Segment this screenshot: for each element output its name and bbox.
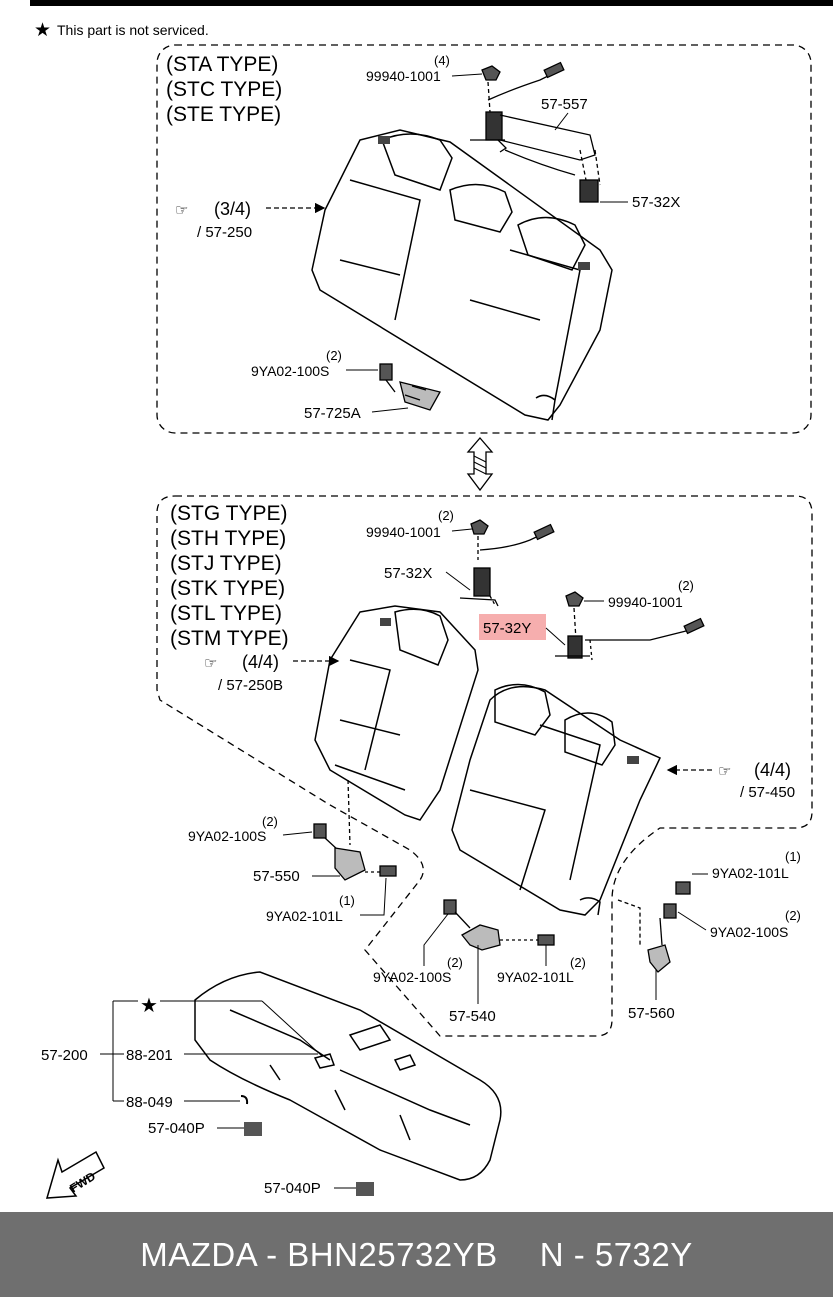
lower-type-5: (STL TYPE)	[170, 602, 282, 625]
lower-type-3: (STJ TYPE)	[170, 552, 282, 575]
cushion-label-88049: 88-049	[126, 1094, 173, 1111]
upper-type-1: (STA TYPE)	[166, 53, 278, 76]
upper-qty-2: (2)	[326, 348, 342, 363]
hinge-540-drawing	[443, 899, 555, 951]
lower-right-clip	[627, 756, 639, 764]
clip-57040p-a-icon	[244, 1122, 262, 1136]
footer-text: MAZDA - BHN25732YB N - 5732Y	[140, 1236, 693, 1274]
hook-88049-icon	[240, 1095, 249, 1105]
notice-star: ★	[34, 20, 51, 41]
alternate-arrow-icon	[466, 437, 494, 492]
notice-text: This part is not serviced.	[57, 22, 209, 38]
lower-label-100s-b: 9YA02-100S	[373, 969, 451, 985]
lower-left-ref-code: / 57-250B	[218, 677, 283, 694]
seat-cushion-drawing	[194, 971, 502, 1181]
upper-label-99940: 99940-1001	[366, 68, 441, 84]
lower-label-5732y: 57-32Y	[483, 620, 531, 637]
lower-left-ref-fraction: (4/4)	[242, 652, 279, 672]
upper-seatback-drawing	[311, 129, 613, 421]
footer-brand: MAZDA - BHN25732YB	[140, 1235, 498, 1273]
lower-qty-a: (2)	[438, 508, 454, 523]
upper-bracket-drawing	[379, 363, 441, 411]
lower-type-6: (STM TYPE)	[170, 627, 289, 650]
lower-label-99940-b: 99940-1001	[608, 594, 683, 610]
lower-latch-1-drawing	[459, 519, 555, 607]
lower-type-2: (STH TYPE)	[170, 527, 286, 550]
upper-type-2: (STC TYPE)	[166, 78, 282, 101]
footer-bar: MAZDA - BHN25732YB N - 5732Y	[0, 1212, 833, 1297]
top-border	[30, 0, 833, 6]
lower-label-99940-a: 99940-1001	[366, 524, 441, 540]
lower-label-57540: 57-540	[449, 1008, 496, 1025]
lower-left-seatback-drawing	[314, 605, 479, 821]
upper-type-3: (STE TYPE)	[166, 103, 281, 126]
cushion-label-57200: 57-200	[41, 1047, 88, 1064]
footer-code: N - 5732Y	[539, 1235, 693, 1273]
lower-left-clip	[380, 618, 391, 626]
lower-type-1: (STG TYPE)	[170, 502, 287, 525]
hinge-560-drawing	[617, 881, 691, 973]
lower-right-seatback-drawing	[451, 683, 662, 916]
lower-label-101l-a: 9YA02-101L	[266, 908, 343, 924]
lower-label-57560: 57-560	[628, 1005, 675, 1022]
lower-qty-c: (2)	[262, 814, 278, 829]
cushion-label-57040p-b: 57-040P	[264, 1180, 321, 1197]
upper-label-5732x: 57-32X	[632, 194, 680, 211]
cushion-star: ★	[140, 995, 158, 1017]
lower-right-ref-code: / 57-450	[740, 784, 795, 801]
upper-ref-fraction: (3/4)	[214, 199, 251, 219]
lower-qty-d: (1)	[339, 893, 355, 908]
upper-group-box	[156, 44, 812, 434]
upper-latch-drawing	[470, 61, 601, 203]
cushion-label-57040p-a: 57-040P	[148, 1120, 205, 1137]
lower-group-box	[156, 495, 813, 1037]
upper-clip-1	[378, 136, 390, 144]
hinge-550-drawing	[313, 779, 397, 881]
lower-type-4: (STK TYPE)	[170, 577, 285, 600]
lower-label-100s-a: 9YA02-100S	[188, 828, 266, 844]
lower-left-ref-hand: ☞	[204, 655, 217, 672]
upper-qty-4: (4)	[434, 53, 450, 68]
upper-clip-2	[578, 262, 590, 270]
parts-diagram: ★ This part is not serviced. (STA TYPE) …	[34, 20, 813, 1199]
lower-qty-g: (2)	[785, 908, 801, 923]
fwd-arrow-icon: FWD	[45, 1150, 105, 1199]
lower-label-5732x: 57-32X	[384, 565, 432, 582]
upper-label-57725a: 57-725A	[304, 405, 361, 422]
upper-ref-code: / 57-250	[197, 224, 252, 241]
upper-label-57557: 57-557	[541, 96, 588, 113]
clip-57040p-b-icon	[356, 1182, 374, 1196]
lower-label-100s-c: 9YA02-100S	[710, 924, 788, 940]
lower-label-57550: 57-550	[253, 868, 300, 885]
lower-right-ref-hand: ☞	[718, 763, 731, 780]
lower-qty-h: (2)	[570, 955, 586, 970]
lower-latch-2-drawing	[555, 591, 705, 661]
lower-qty-b: (2)	[678, 578, 694, 593]
lower-qty-e: (1)	[785, 849, 801, 864]
lower-qty-f: (2)	[447, 955, 463, 970]
lower-label-101l-c: 9YA02-101L	[497, 969, 574, 985]
upper-ref-hand: ☞	[175, 202, 188, 219]
lower-label-101l-b: 9YA02-101L	[712, 865, 789, 881]
highlight-box	[479, 614, 546, 640]
lower-right-ref-fraction: (4/4)	[754, 760, 791, 780]
upper-label-9ya100s: 9YA02-100S	[251, 363, 329, 379]
cushion-label-88201: 88-201	[126, 1047, 173, 1064]
